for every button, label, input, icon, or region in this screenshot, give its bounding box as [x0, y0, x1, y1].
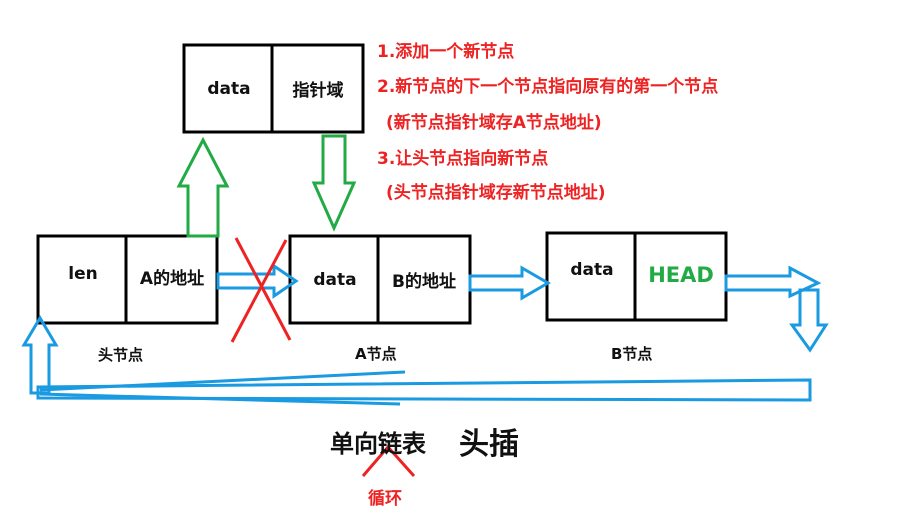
node-b-data: data [570, 260, 614, 280]
node-a-label: A节点 [355, 345, 397, 363]
diagram-subtitle: 头插 [459, 427, 519, 462]
head-node-label: 头节点 [98, 346, 144, 364]
blue-loop-back-line [36, 378, 812, 402]
node-b-label: B节点 [611, 345, 653, 363]
head-node-len: len [68, 264, 98, 284]
blue-arrow-b-right [724, 265, 822, 299]
blue-loop-slant [39, 370, 406, 392]
green-arrow-down [311, 134, 357, 232]
head-node-pointer: A的地址 [139, 269, 205, 289]
loop-label: 循环 [368, 489, 402, 509]
red-x-stroke-2 [230, 239, 288, 343]
diagram-title: 单向链表 [330, 430, 426, 458]
note-step-3: 3.让头节点指向新节点 [377, 149, 549, 169]
node-b-pointer: HEAD [648, 263, 714, 287]
blue-arrow-down-right [789, 288, 829, 353]
note-step-1: 1.添加一个新节点 [377, 42, 515, 62]
node-a-data: data [313, 269, 357, 290]
blue-loop-slant-2 [39, 392, 401, 406]
blue-arrow-a-to-b [468, 265, 552, 301]
note-step-2-detail: (新节点指针域存A节点地址) [386, 113, 602, 133]
green-arrow-up [176, 136, 230, 238]
blue-arrow-up-left [21, 315, 59, 395]
blue-arrow-head-to-a [216, 263, 299, 299]
new-node-pointer: 指针域 [292, 81, 344, 101]
node-a-pointer: B的地址 [392, 272, 456, 292]
red-caret [361, 444, 416, 478]
red-x-stroke-1 [234, 237, 292, 341]
note-step-3-detail: (头节点指针域存新节点地址) [386, 183, 606, 203]
note-step-2: 2.新节点的下一个节点指向原有的第一个节点 [377, 77, 719, 97]
new-node-data: data [207, 78, 251, 99]
